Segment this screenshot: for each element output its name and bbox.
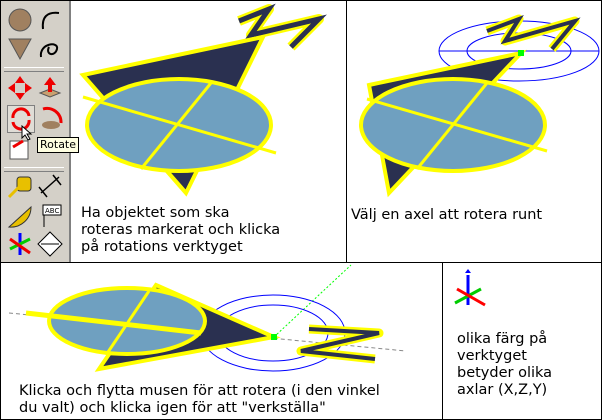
tape-measure-tool[interactable] bbox=[7, 173, 33, 199]
push-pull-tool[interactable] bbox=[37, 75, 63, 101]
step-2-caption: Välj en axel att rotera runt bbox=[351, 207, 543, 223]
circle-tool[interactable] bbox=[7, 7, 33, 33]
dimensions-tool[interactable] bbox=[37, 173, 63, 199]
axes-icon bbox=[454, 269, 486, 307]
svg-text:ABC: ABC bbox=[45, 207, 59, 215]
move-tool[interactable] bbox=[7, 75, 33, 101]
step-1-caption: Ha objektet som ska roteras markerat och… bbox=[81, 205, 281, 255]
tools-toolbar: Rotate ABC bbox=[1, 1, 80, 263]
selected-object-drawing bbox=[79, 3, 327, 197]
axes-tool[interactable] bbox=[7, 231, 33, 257]
panel-step-1: Rotate ABC Ha objektet som ska roteras m… bbox=[0, 0, 347, 263]
mouse-cursor-icon bbox=[21, 125, 33, 141]
polygon-tool[interactable] bbox=[7, 35, 33, 61]
step-3-caption: Klicka och flytta musen för att rotera (… bbox=[19, 383, 380, 416]
note-caption: olika färg på verktyget betyder olika ax… bbox=[457, 331, 553, 398]
rotate-tooltip: Rotate bbox=[37, 137, 80, 153]
axis-selection-drawing bbox=[359, 14, 600, 198]
freehand-tool[interactable] bbox=[37, 35, 63, 61]
protractor-tool[interactable] bbox=[7, 203, 33, 229]
section-plane-tool[interactable] bbox=[37, 231, 63, 257]
text-tool[interactable]: ABC bbox=[37, 203, 63, 229]
panel-note: olika färg på verktyget betyder olika ax… bbox=[442, 262, 602, 420]
panel-step-2: Välj en axel att rotera runt bbox=[346, 0, 602, 263]
panel-step-3: Klicka och flytta musen för att rotera (… bbox=[0, 262, 443, 420]
scale-tool[interactable] bbox=[7, 135, 33, 161]
rotating-drawing bbox=[8, 264, 407, 372]
n-shape bbox=[237, 3, 327, 51]
arc-tool[interactable] bbox=[37, 7, 63, 33]
follow-me-tool[interactable] bbox=[37, 105, 63, 131]
